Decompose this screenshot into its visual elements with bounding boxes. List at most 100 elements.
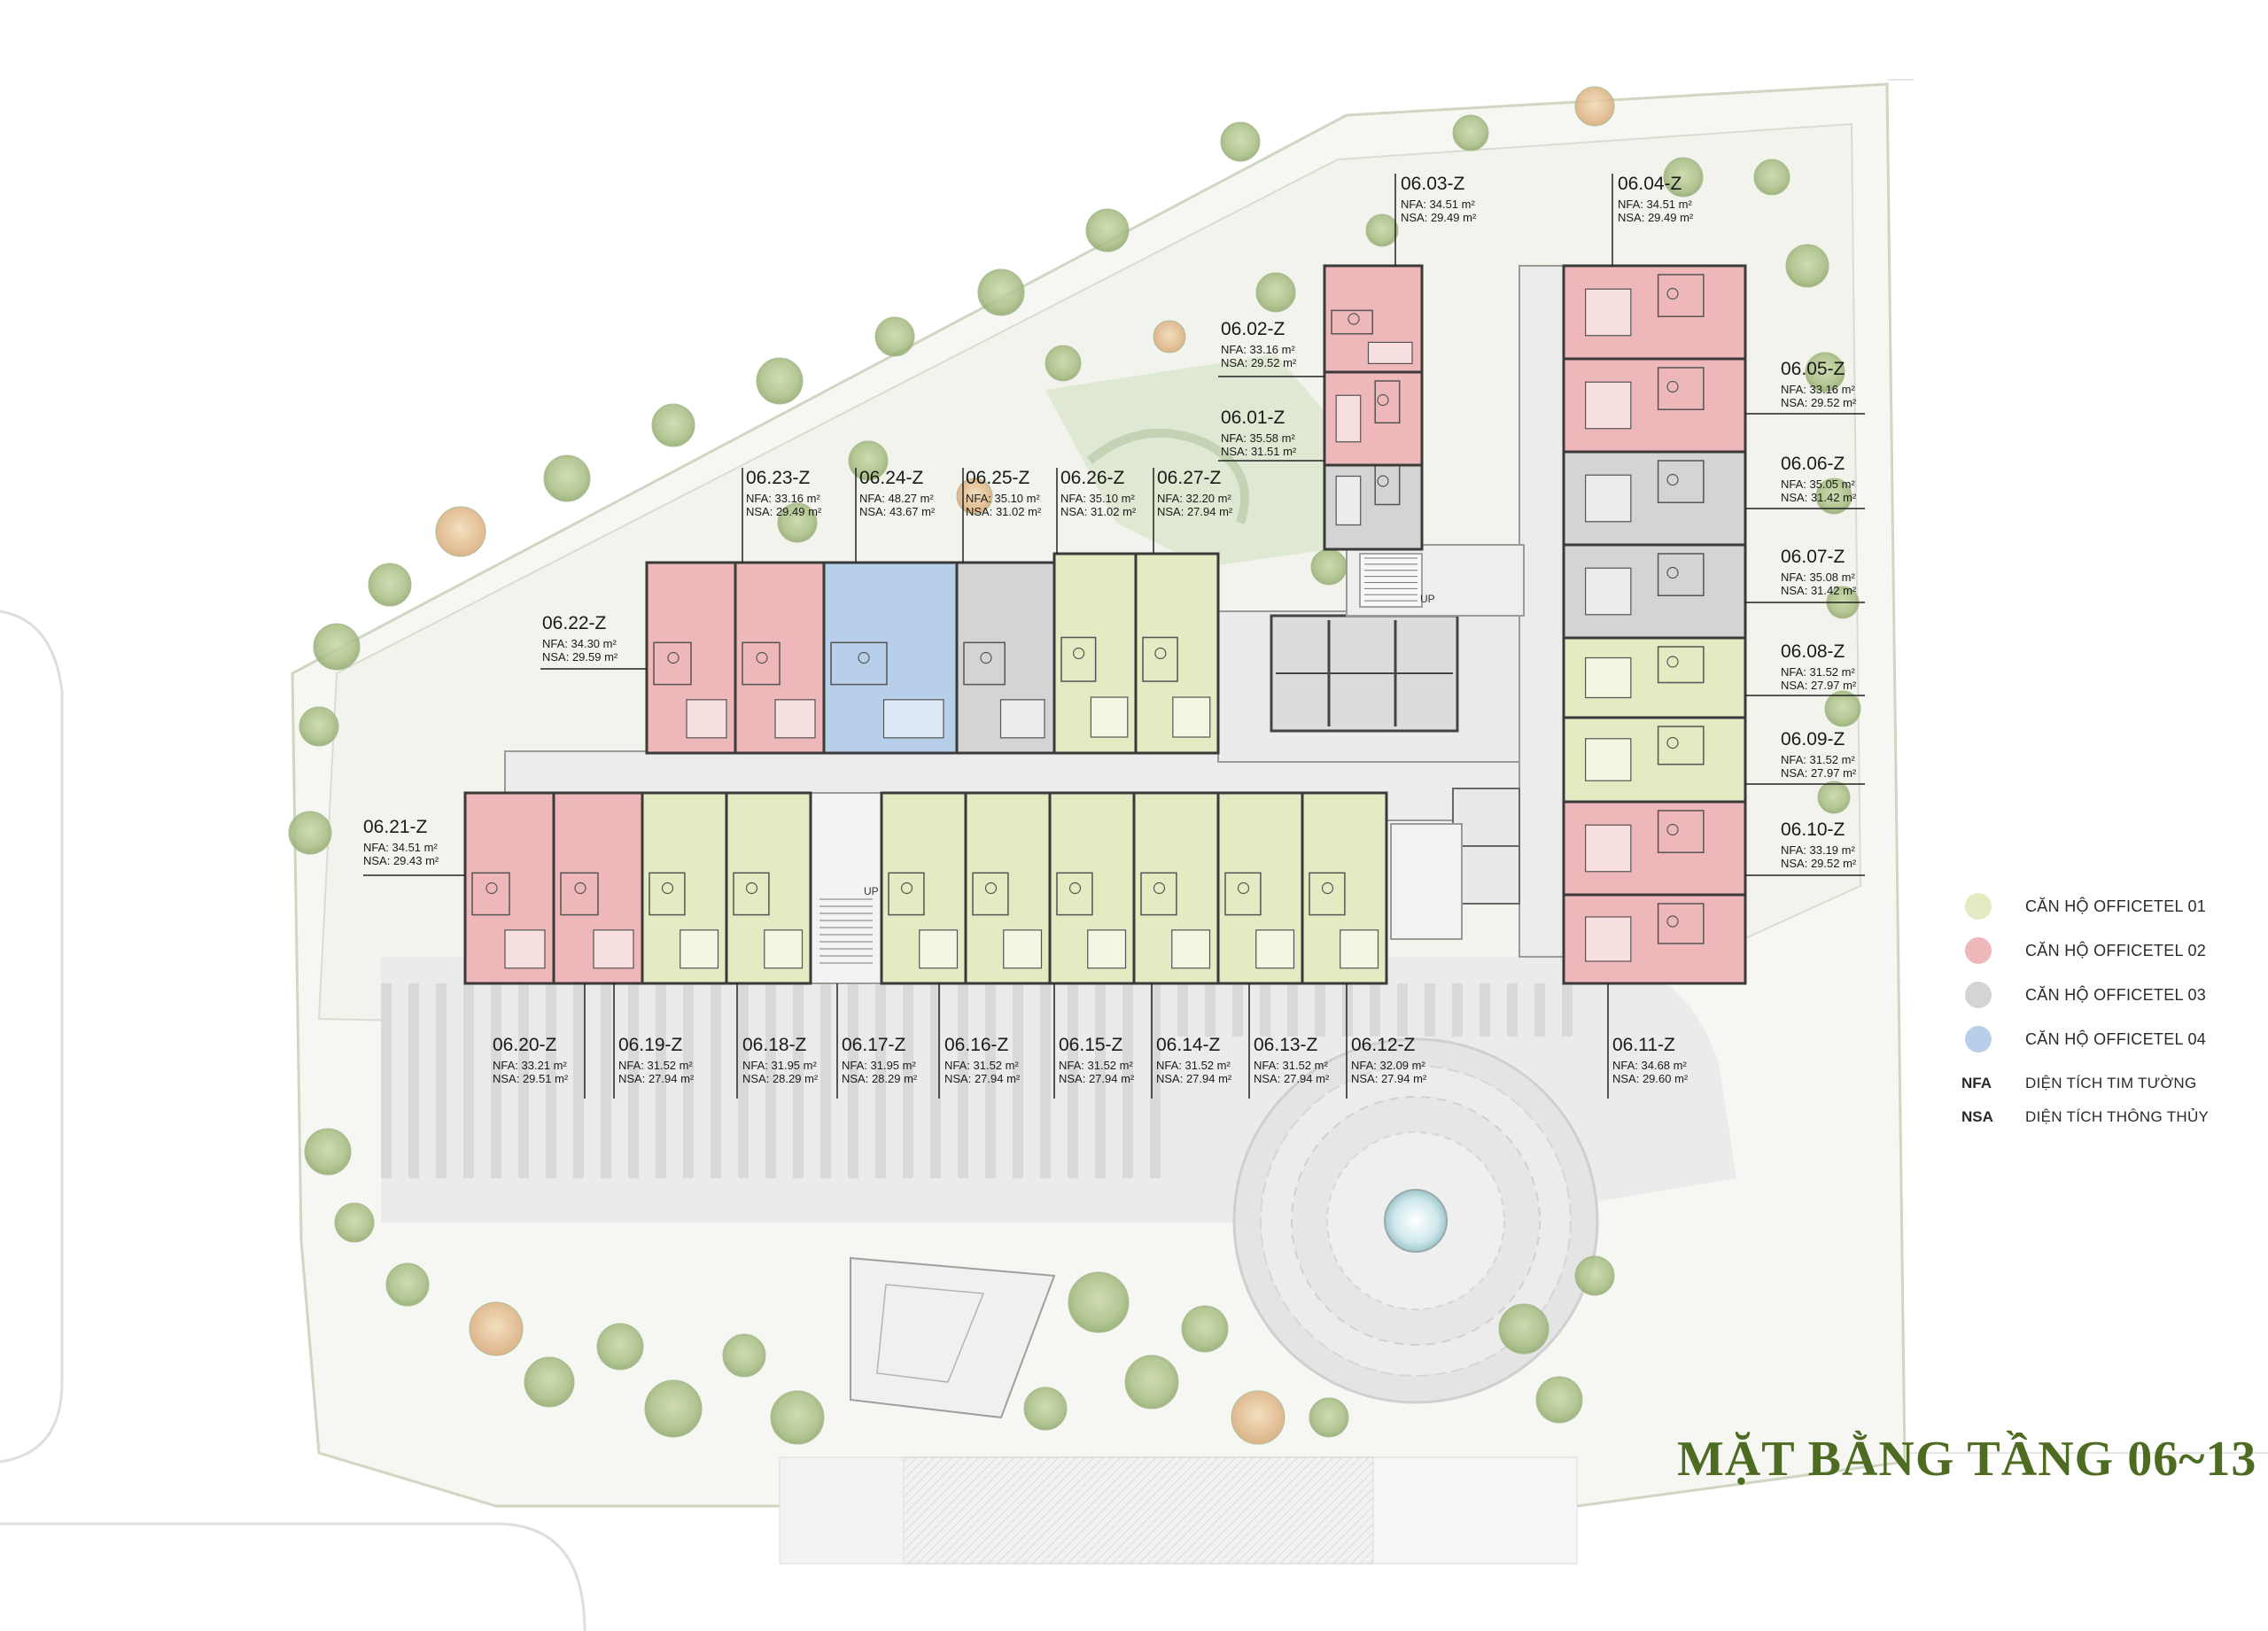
tree <box>1068 1271 1130 1333</box>
unit-code: 06.15-Z <box>1059 1035 1123 1055</box>
unit-code: 06.10-Z <box>1781 819 1845 840</box>
parking-stripe <box>875 983 886 1178</box>
tree <box>1498 1303 1550 1355</box>
parking-stripe <box>436 983 447 1178</box>
tree <box>313 623 361 671</box>
tree <box>1753 159 1790 196</box>
tree <box>1085 208 1130 252</box>
unit-nsa: NSA: 43.67 m² <box>859 505 936 519</box>
bathroom-outline <box>1140 872 1177 916</box>
parking-stripe <box>903 983 913 1178</box>
legend-abbr: NFA <box>1961 1075 1992 1091</box>
bed-outline <box>1584 824 1632 873</box>
bathroom-outline <box>1142 636 1178 682</box>
parking-stripe <box>848 983 858 1178</box>
toilet-fixture <box>661 882 674 895</box>
tree <box>1309 1397 1349 1438</box>
unit-code: 06.18-Z <box>742 1035 807 1055</box>
tree <box>1153 320 1186 353</box>
unit-nfa: NFA: 31.52 m² <box>944 1059 1019 1073</box>
toilet-fixture <box>1666 380 1679 393</box>
parking-stripe <box>546 983 556 1178</box>
bed-outline <box>1172 696 1211 738</box>
parking-stripe <box>1452 983 1463 1037</box>
toilet-fixture <box>1666 823 1679 836</box>
tree <box>777 502 818 543</box>
unit-nsa: NSA: 28.29 m² <box>742 1072 819 1086</box>
parking-stripe <box>1480 983 1490 1037</box>
legend-swatch-officetel-04 <box>1965 1026 1992 1052</box>
unit-code: 06.07-Z <box>1781 547 1845 567</box>
circular-plaza <box>1232 1037 1599 1404</box>
bathroom-outline <box>1056 872 1093 916</box>
unit-block <box>1562 800 1747 897</box>
unit-nsa: NSA: 29.43 m² <box>363 854 439 868</box>
unit-code: 06.06-Z <box>1781 454 1845 474</box>
unit-nsa: NSA: 27.94 m² <box>1059 1072 1135 1086</box>
toilet-fixture <box>1154 647 1167 660</box>
bathroom-outline <box>1374 380 1401 423</box>
parking-stripe <box>1507 983 1518 1037</box>
unit-nfa: NFA: 34.68 m² <box>1612 1059 1687 1073</box>
bed-outline <box>1584 474 1632 523</box>
unit-code: 06.14-Z <box>1156 1035 1221 1055</box>
trees <box>288 86 1861 1445</box>
tree <box>334 1202 375 1243</box>
bathroom-outline <box>471 872 510 916</box>
unit-nsa: NSA: 29.59 m² <box>542 650 618 664</box>
toilet-fixture <box>667 651 680 664</box>
legend-abbr-label: DIỆN TÍCH THÔNG THỦY <box>2025 1108 2210 1125</box>
unit-nfa: NFA: 34.51 m² <box>363 841 438 855</box>
legend-label: CĂN HỘ OFFICETEL 04 <box>2025 1029 2207 1048</box>
parking-stripe <box>518 983 529 1178</box>
parking-stripe <box>958 983 968 1178</box>
tree <box>1805 352 1845 392</box>
stair-up-label: UP <box>864 885 879 897</box>
unit-nsa: NSA: 31.51 m² <box>1221 445 1297 459</box>
tree <box>848 440 889 481</box>
tree <box>1452 114 1489 151</box>
legend-swatch-officetel-02 <box>1965 937 1992 964</box>
bed-outline <box>774 699 816 739</box>
unit-nsa: NSA: 29.49 m² <box>1401 211 1477 225</box>
unit-code: 06.13-Z <box>1254 1035 1318 1055</box>
tree <box>299 706 339 747</box>
unit-block <box>880 791 967 985</box>
parking-stripe <box>820 983 831 1178</box>
bathroom-outline <box>653 641 692 686</box>
unit-nfa: NFA: 35.08 m² <box>1781 571 1855 585</box>
unit-code: 06.17-Z <box>842 1035 906 1055</box>
stair-up-label: UP <box>1420 593 1435 605</box>
parking-stripe <box>1315 983 1325 1037</box>
bathroom-outline <box>1224 872 1262 916</box>
bed-outline <box>686 699 727 739</box>
unit-nfa: NFA: 33.16 m² <box>1781 383 1855 397</box>
units <box>463 264 1747 985</box>
bed-outline <box>1584 656 1632 699</box>
unit-code: 06.09-Z <box>1781 729 1845 749</box>
unit-nfa: NFA: 31.95 m² <box>742 1059 817 1073</box>
parking-stripe <box>985 983 996 1178</box>
tree <box>1574 1255 1615 1296</box>
tree <box>1785 244 1829 288</box>
unit-nfa: NFA: 31.95 m² <box>842 1059 916 1073</box>
unit-nfa: NFA: 34.51 m² <box>1401 198 1475 212</box>
parking-stripe <box>573 983 584 1178</box>
toilet-fixture <box>1666 915 1679 928</box>
parking-stripe <box>1287 983 1298 1037</box>
unit-nfa: NFA: 31.52 m² <box>618 1059 693 1073</box>
bed-outline <box>764 929 804 969</box>
bathroom-outline <box>1657 553 1705 596</box>
unit-nfa: NFA: 33.21 m² <box>493 1059 567 1073</box>
unit-nsa: NSA: 29.51 m² <box>493 1072 569 1086</box>
unit-code: 06.25-Z <box>966 468 1030 488</box>
unit-block <box>955 561 1056 755</box>
unit-nsa: NSA: 27.94 m² <box>1351 1072 1427 1086</box>
